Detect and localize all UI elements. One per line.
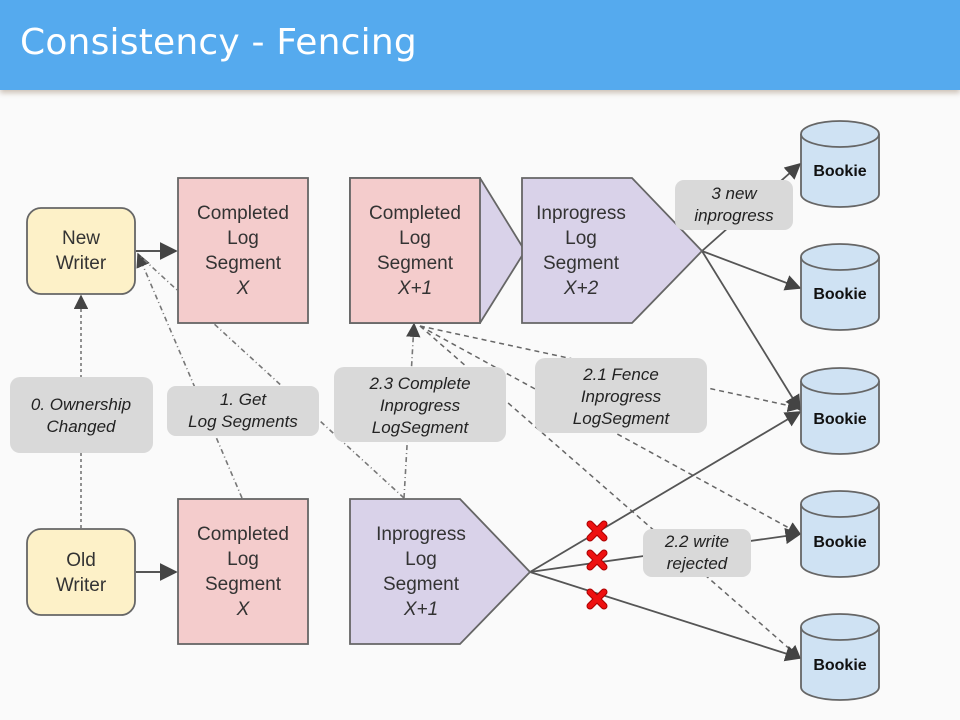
label-fence-inprogress: 2.1 Fence Inprogress LogSegment: [535, 358, 707, 433]
slide-header: Consistency - Fencing: [0, 0, 960, 90]
label-line1: 2.3 Complete: [368, 374, 470, 393]
edge-fence-bookie-3: [419, 325, 802, 413]
completed-segment-x1: Completed Log Segment X+1: [349, 177, 527, 324]
label-line1: 3 new: [711, 184, 758, 203]
bookies: Bookie Bookie Bookie Bookie Bookie: [800, 120, 880, 701]
new-writer-node: New Writer: [26, 207, 136, 295]
old-writer-node: Old Writer: [26, 528, 136, 616]
edge-old-write-bookie-5: [529, 571, 802, 662]
label-line2: Log Segments: [188, 412, 298, 431]
segment-line3: Segment: [205, 253, 282, 274]
bookie-cylinder-top: [800, 120, 880, 148]
edge-old-write-bookie-3: [529, 411, 802, 573]
segment-id: X+1: [397, 278, 432, 299]
label-ownership-changed: 0. Ownership Changed: [10, 377, 153, 453]
reject-x-icon: [586, 588, 608, 610]
old-inprogress-segment-x1: Inprogress Log Segment X+1: [349, 498, 532, 645]
label-line2: inprogress: [694, 206, 774, 225]
label-write-rejected: 2.2 write rejected: [643, 529, 751, 577]
reject-x-icon: [586, 520, 608, 542]
old-completed-segment-x: Completed Log Segment X: [177, 498, 309, 645]
segment-line1: Inprogress: [536, 203, 626, 224]
bookie-cylinder-top: [800, 243, 880, 271]
label-line2: Changed: [46, 417, 116, 436]
new-writer-line1: New: [62, 228, 100, 249]
segment-line1: Inprogress: [376, 524, 466, 545]
reject-x-icon: [586, 549, 608, 571]
slide-title: Consistency - Fencing: [20, 22, 417, 63]
old-writer-line1: Old: [66, 550, 96, 571]
label-line3: LogSegment: [573, 409, 671, 428]
segment-line1: Completed: [369, 203, 461, 224]
segment-line1: Completed: [197, 203, 289, 224]
segment-line1: Completed: [197, 524, 289, 545]
segment-line3: Segment: [377, 253, 454, 274]
label-line2: Inprogress: [581, 387, 662, 406]
bookie-5: Bookie: [800, 613, 880, 701]
new-writer-line2: Writer: [56, 253, 107, 274]
segment-id: X+2: [563, 278, 599, 299]
bookie-label: Bookie: [813, 286, 866, 303]
bookie-cylinder-top: [800, 490, 880, 518]
segment-id: X: [236, 599, 251, 620]
label-line1: 0. Ownership: [31, 395, 131, 414]
bookie-label: Bookie: [813, 411, 866, 428]
label-line1: 1. Get: [220, 390, 268, 409]
label-get-log-segments: 1. Get Log Segments: [167, 386, 319, 436]
label-line2: rejected: [667, 554, 728, 573]
label-line1: 2.1 Fence: [582, 365, 659, 384]
label-line1: 2.2 write: [664, 532, 729, 551]
reject-marks: [586, 520, 608, 610]
edge-new-inprogress-bookie-3: [701, 250, 801, 412]
edge-get-segments-1: [136, 252, 243, 499]
segment-line2: Log: [227, 228, 259, 249]
segment-line2: Log: [399, 228, 431, 249]
bookie-label: Bookie: [813, 657, 866, 674]
bookie-2: Bookie: [800, 243, 880, 331]
label-line3: LogSegment: [372, 418, 470, 437]
inprogress-segment-x2: Inprogress Log Segment X+2: [521, 177, 704, 324]
old-writer-line2: Writer: [56, 575, 107, 596]
segment-line3: Segment: [543, 253, 620, 274]
label-new-inprogress: 3 new inprogress: [675, 180, 793, 230]
bookie-cylinder-top: [800, 613, 880, 641]
label-line2: Inprogress: [380, 396, 461, 415]
segment-line2: Log: [565, 228, 597, 249]
new-completed-segment-x: Completed Log Segment X: [177, 177, 309, 324]
bookie-1: Bookie: [800, 120, 880, 208]
segment-line3: Segment: [383, 574, 460, 595]
bookie-4: Bookie: [800, 490, 880, 578]
segment-line2: Log: [405, 549, 437, 570]
segment-line3: Segment: [205, 574, 282, 595]
bookie-label: Bookie: [813, 534, 866, 551]
segment-line2: Log: [227, 549, 259, 570]
bookie-label: Bookie: [813, 163, 866, 180]
edge-new-inprogress-bookie-2: [701, 250, 802, 291]
bookie-3: Bookie: [800, 367, 880, 455]
segment-id: X+1: [403, 599, 438, 620]
bookie-cylinder-top: [800, 367, 880, 395]
label-complete-inprogress: 2.3 Complete Inprogress LogSegment: [334, 367, 506, 442]
segment-id: X: [236, 278, 251, 299]
